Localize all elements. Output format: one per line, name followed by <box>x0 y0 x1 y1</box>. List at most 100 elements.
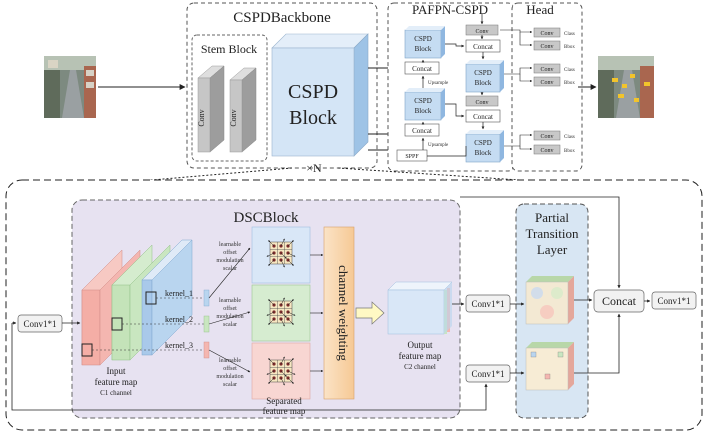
neck-sppf-label: SPPF <box>405 154 419 160</box>
hollow-arrow <box>355 301 385 325</box>
kernel-2-label: kernel_2 <box>165 315 193 324</box>
kernel-3-label: kernel_3 <box>165 341 193 350</box>
output-image <box>598 56 654 118</box>
neck-wiring <box>421 14 485 157</box>
input-image <box>44 56 96 118</box>
cspd-block-line2: Block <box>289 107 337 129</box>
head-conv-6: Conv <box>540 148 553 154</box>
sliver-green <box>203 315 210 333</box>
backbone-title: CSPDBackbone <box>233 10 331 26</box>
neck-concat-4-label: Concat <box>473 113 493 121</box>
channel-weighting-bar <box>323 226 355 400</box>
neck-cspd-block-3-l2: Block <box>475 79 492 87</box>
head-bbox-1: Bbox <box>564 45 575 50</box>
repeat-label: ×N <box>306 161 322 175</box>
head-conv-5: Conv <box>540 134 553 140</box>
svg-text:scalar: scalar <box>223 382 237 388</box>
neck-cspd-block-4-l2: Block <box>475 149 492 157</box>
svg-text:offset: offset <box>223 249 237 256</box>
input-feature-map <box>81 239 193 366</box>
dscblock-title: DSCBlock <box>233 210 299 226</box>
input-caption-2: feature map <box>95 377 138 387</box>
cspd-block-line1: CSPD <box>288 81 338 103</box>
output-feature-map <box>387 281 453 335</box>
neck-cspd-block-3-l1: CSPD <box>474 69 492 77</box>
neck-cspd-block-4: CSPD Block <box>465 130 504 163</box>
neck-concat-2-label: Concat <box>412 127 432 135</box>
neck-conv-2-label: Conv <box>475 100 488 106</box>
svg-text:modulation: modulation <box>216 374 243 380</box>
head-class-1: Class <box>564 32 575 37</box>
ptl-cube-bottom <box>525 342 574 391</box>
head-bbox-2: Bbox <box>564 81 575 86</box>
conv-mid-bottom-label: Conv1*1 <box>471 369 504 379</box>
conv-left <box>17 314 63 333</box>
input-caption-3: C1 channel <box>100 389 132 397</box>
branch-lines <box>208 247 251 373</box>
neck-cspd-block-4-l1: CSPD <box>474 139 492 147</box>
head-conv-3: Conv <box>540 67 553 73</box>
conv-right-label: Conv1*1 <box>657 296 690 306</box>
ptl-title-3: Layer <box>537 242 568 257</box>
head-class-3: Class <box>564 135 575 140</box>
ptl-title-1: Partial <box>535 210 569 225</box>
head-class-2: Class <box>564 68 575 73</box>
deformable-kernel-1 <box>266 238 296 268</box>
conv-left-label: Conv1*1 <box>23 319 56 329</box>
neck-cspd-block-2-l1: CSPD <box>414 97 432 105</box>
channel-weighting-label: channel weighting <box>336 265 351 361</box>
conv-mid-bottom <box>465 364 511 383</box>
conv-mid-top <box>465 294 511 313</box>
offset-text-3: learnable offset modulation scalar <box>216 358 243 388</box>
svg-text:learnable: learnable <box>219 242 241 248</box>
concat-label: Concat <box>602 294 637 308</box>
neck-sppf <box>396 149 428 162</box>
stem-conv-2-label: Conv <box>229 109 238 126</box>
neck-title: PAFPN-CSPD <box>412 2 488 17</box>
head-title: Head <box>526 2 554 17</box>
neck-cspd-block-1: CSPD Block <box>404 26 445 59</box>
svg-text:learnable: learnable <box>219 358 241 364</box>
svg-text:scalar: scalar <box>223 266 237 272</box>
stem-conv-2: Conv <box>229 67 257 153</box>
neck-cspd-block-2-l2: Block <box>415 107 432 115</box>
sliver-red <box>203 341 210 359</box>
cspd-block-3d: CSPD Block <box>271 33 369 157</box>
kernel-guides <box>92 297 206 351</box>
neck-conv-2 <box>465 95 499 107</box>
cw-arrows <box>310 253 324 373</box>
svg-text:scalar: scalar <box>223 322 237 328</box>
ptl-title-2: Transition <box>526 226 579 241</box>
head-bbox-3: Bbox <box>564 149 575 154</box>
neck-cspd-block-2: CSPD Block <box>404 88 445 121</box>
neck-concat-3-label: Concat <box>473 43 493 51</box>
neck-cspd-block-3: CSPD Block <box>465 60 504 93</box>
neck-upsample-2: Upsample <box>428 143 449 148</box>
stem-conv-1-label: Conv <box>197 109 206 126</box>
svg-text:learnable: learnable <box>219 298 241 304</box>
input-caption-1: Input <box>107 366 126 376</box>
kernel-1-label: kernel_1 <box>165 289 193 298</box>
offset-text-1: learnable offset modulation scalar <box>216 242 243 272</box>
svg-text:offset: offset <box>223 305 237 312</box>
neck-cspd-block-1-l2: Block <box>415 45 432 53</box>
output-caption-2: feature map <box>399 351 442 361</box>
head-conv-4: Conv <box>540 80 553 86</box>
head-conv-2: Conv <box>540 44 553 50</box>
head-conv-1: Conv <box>540 31 553 37</box>
separated-caption-2: feature map <box>263 406 306 416</box>
stem-block-title: Stem Block <box>201 42 257 56</box>
output-caption-3: C2 channel <box>404 363 436 371</box>
head-convs: Conv Class Conv Bbox Conv Class Conv Bbo… <box>533 27 575 155</box>
head-wiring <box>500 29 533 151</box>
deformable-kernel-3 <box>266 356 296 386</box>
conv-mid-top-label: Conv1*1 <box>471 299 504 309</box>
detail-wiring <box>11 196 651 411</box>
neck-cspd-block-1-l1: CSPD <box>414 35 432 43</box>
svg-text:offset: offset <box>223 365 237 372</box>
separated-caption-1: Separated <box>266 396 302 406</box>
neck-upsample-1: Upsample <box>428 81 449 86</box>
svg-text:modulation: modulation <box>216 258 243 264</box>
deformable-kernel-2 <box>266 297 296 327</box>
